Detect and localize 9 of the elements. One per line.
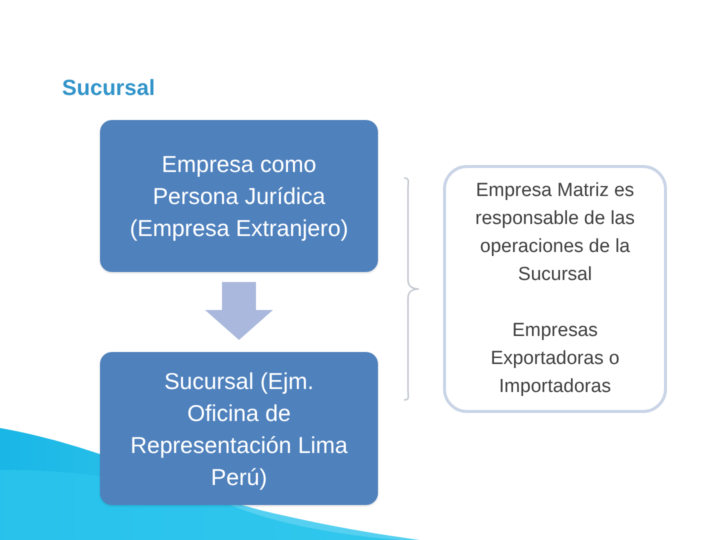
node-text: Sucursal (Ejm. Oficina de Representación Lima Perú)	[129, 366, 349, 492]
process-box	[100, 120, 378, 272]
node-text: Empresas Exportadoras o Importadoras	[490, 319, 620, 399]
block-arrow	[205, 282, 273, 340]
node-text: Empresa Matriz es responsable de las operaciones de la Sucursal	[474, 179, 636, 287]
rounded-text-box	[443, 165, 667, 413]
node-text: Empresa como Persona Jurídica (Empresa Extranjero)	[128, 150, 350, 243]
process-box	[100, 352, 378, 505]
title: Sucursal	[62, 75, 155, 100]
